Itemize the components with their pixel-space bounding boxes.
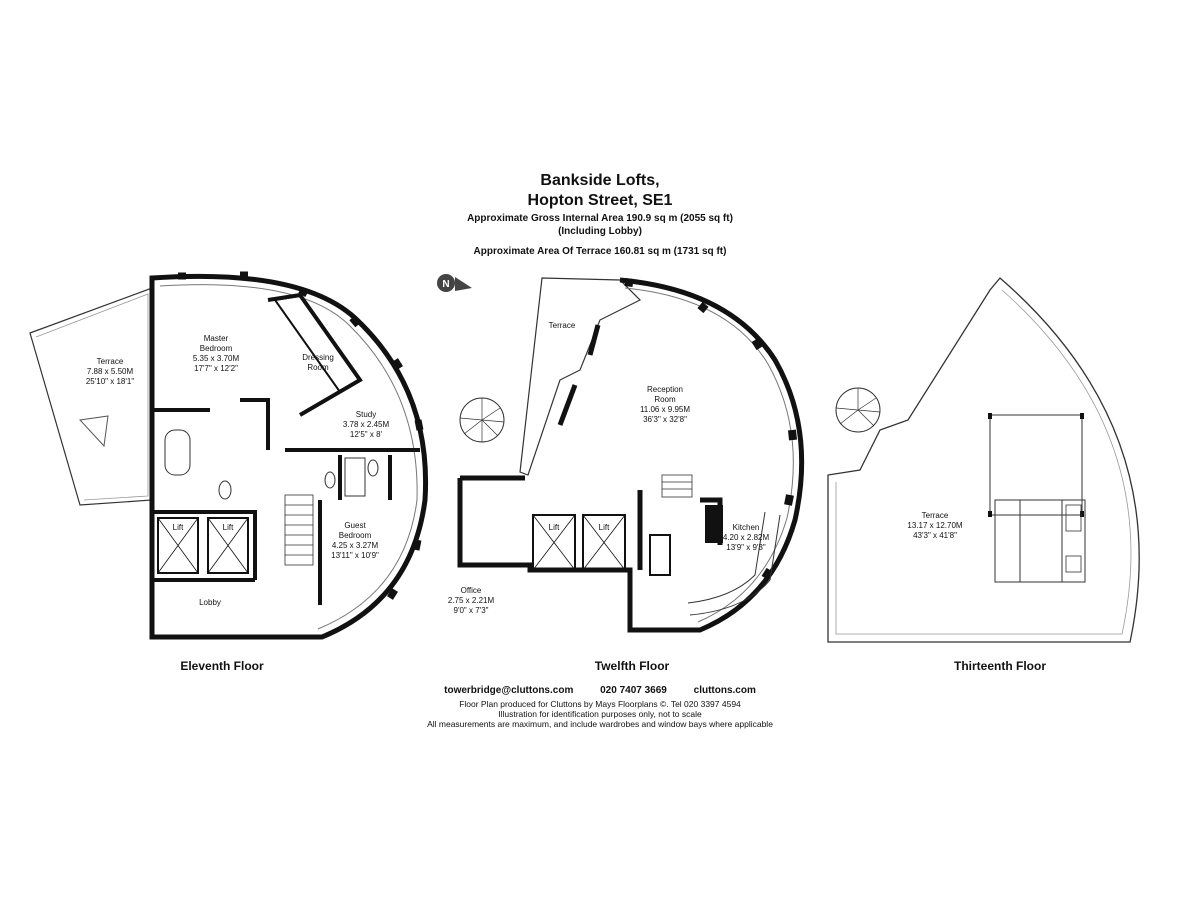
svg-text:11.06 x 9.95M: 11.06 x 9.95M <box>640 405 690 414</box>
svg-text:Bedroom: Bedroom <box>339 531 372 540</box>
svg-text:Room: Room <box>654 395 676 404</box>
room-dressing: Dressing <box>302 353 334 362</box>
floor-label-twelfth: Twelfth Floor <box>595 659 670 673</box>
contact-phone[interactable]: 020 7407 3669 <box>600 685 667 696</box>
svg-text:3.78 x 2.45M: 3.78 x 2.45M <box>343 420 390 429</box>
svg-text:4.20 x 2.82M: 4.20 x 2.82M <box>723 533 770 542</box>
svg-text:Bedroom: Bedroom <box>200 344 233 353</box>
svg-text:43'3" x 41'8": 43'3" x 41'8" <box>913 531 957 540</box>
room-lobby: Lobby <box>199 598 221 607</box>
svg-text:13'11" x 10'9": 13'11" x 10'9" <box>331 551 379 560</box>
room-lift-11a: Lift <box>173 523 184 532</box>
svg-text:7.88 x 5.50M: 7.88 x 5.50M <box>87 367 134 376</box>
plan-title: Bankside Lofts, <box>540 172 660 189</box>
svg-text:2.75 x 2.21M: 2.75 x 2.21M <box>448 596 495 605</box>
svg-text:17'7" x 12'2": 17'7" x 12'2" <box>194 364 238 373</box>
room-lift-12b: Lift <box>599 523 610 532</box>
room-master-bedroom: Master <box>204 334 229 343</box>
svg-text:25'10" x 18'1": 25'10" x 18'1" <box>86 377 134 386</box>
room-study: Study <box>356 410 376 419</box>
room-guest-bedroom: Guest <box>344 521 366 530</box>
compass-label: N <box>442 279 449 290</box>
room-reception: Reception <box>647 385 683 394</box>
room-office: Office <box>461 586 482 595</box>
footer-disclaimer: Illustration for identification purposes… <box>498 709 702 719</box>
contact-line: towerbridge@cluttons.com 020 7407 3669 c… <box>0 685 1200 696</box>
compass-icon: N <box>437 274 472 292</box>
room-lift-11b: Lift <box>223 523 234 532</box>
svg-text:13.17 x 12.70M: 13.17 x 12.70M <box>907 521 962 530</box>
svg-text:Room: Room <box>307 363 329 372</box>
svg-text:9'0" x 7'3": 9'0" x 7'3" <box>454 606 489 615</box>
floor-label-thirteenth: Thirteenth Floor <box>954 659 1046 673</box>
svg-text:13'9" x 9'3": 13'9" x 9'3" <box>726 543 766 552</box>
terrace-area: Approximate Area Of Terrace 160.81 sq m … <box>473 246 727 257</box>
svg-text:5.35 x 3.70M: 5.35 x 3.70M <box>193 354 240 363</box>
plan-address: Hopton Street, SE1 <box>527 192 673 209</box>
svg-text:36'3" x 32'8": 36'3" x 32'8" <box>643 415 687 424</box>
room-kitchen: Kitchen <box>733 523 760 532</box>
thirteenth-floor-plan: Terrace 13.17 x 12.70M 43'3" x 41'8" Thi… <box>827 277 1140 673</box>
contact-web[interactable]: cluttons.com <box>693 685 756 696</box>
twelfth-floor-plan: Terrace Reception Room 11.06 x 9.95M 36'… <box>448 277 805 673</box>
svg-text:12'5" x 8': 12'5" x 8' <box>350 430 383 439</box>
room-terrace-13: Terrace <box>922 511 949 520</box>
gross-area: Approximate Gross Internal Area 190.9 sq… <box>467 213 733 224</box>
eleventh-floor-plan: Terrace 7.88 x 5.50M 25'10" x 18'1" Mast… <box>29 271 429 673</box>
room-lift-12a: Lift <box>549 523 560 532</box>
svg-text:4.25 x 3.27M: 4.25 x 3.27M <box>332 541 379 550</box>
gross-area-note: (Including Lobby) <box>558 226 642 237</box>
footer-credit: Floor Plan produced for Cluttons by Mays… <box>459 699 741 709</box>
footer-measurements: All measurements are maximum, and includ… <box>427 719 773 729</box>
floor-label-eleventh: Eleventh Floor <box>180 659 264 673</box>
room-terrace-11: Terrace <box>97 357 124 366</box>
room-terrace-12: Terrace <box>549 321 576 330</box>
contact-email[interactable]: towerbridge@cluttons.com <box>444 685 574 696</box>
